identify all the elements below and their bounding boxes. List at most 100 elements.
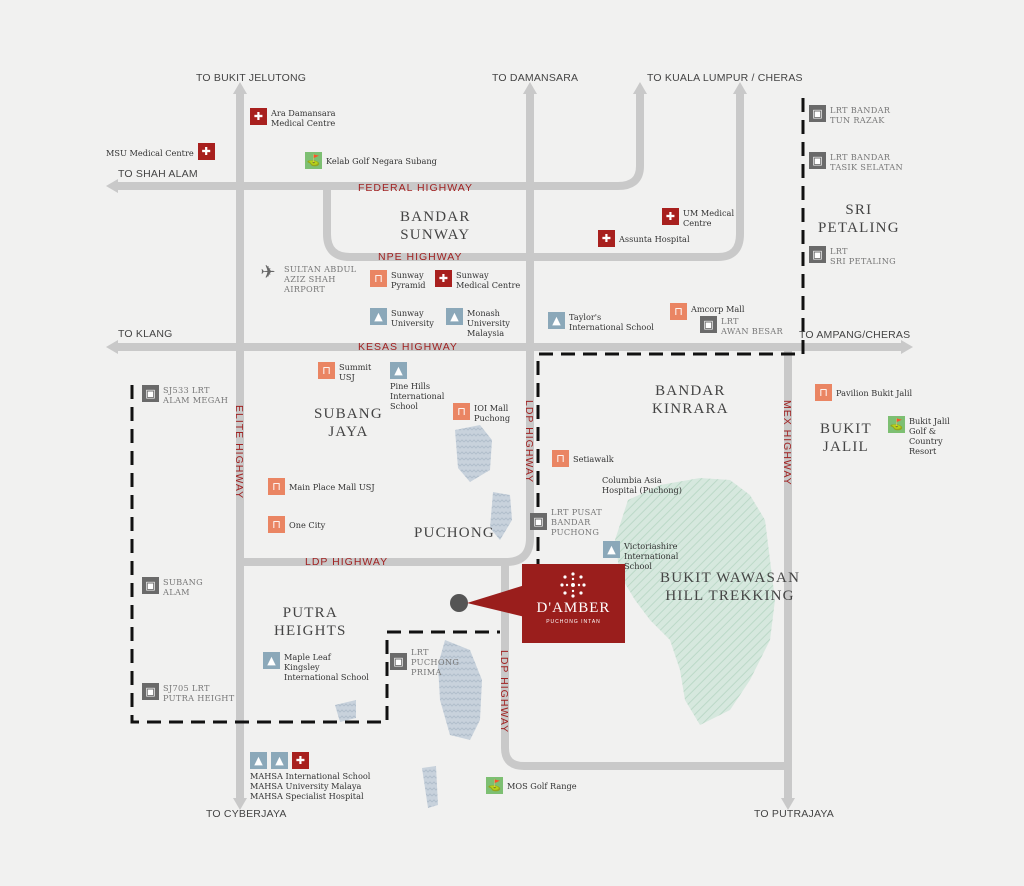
poi-sunway-medical: ✚Sunway Medical Centre <box>435 270 520 290</box>
dir-cyberjaya: TO CYBERJAYA <box>206 808 287 820</box>
shopping-bag-icon: ⊓ <box>815 384 832 401</box>
poi-pine-hills: ▲Pine Hills International School <box>390 362 445 411</box>
graduation-cap-icon: ▲ <box>263 652 280 669</box>
airplane-icon: ✈ <box>260 262 276 283</box>
lake <box>335 700 356 722</box>
train-icon: ▣ <box>809 152 826 169</box>
golf-icon: ⛳ <box>486 777 503 794</box>
bukit-wawasan-park <box>615 478 775 725</box>
graduation-cap-icon: ▲ <box>370 308 387 325</box>
golf-icon: ⛳ <box>888 416 905 433</box>
poi-um-medical: ✚UM Medical Centre <box>662 208 734 228</box>
hw-elite: ELITE HIGHWAY <box>233 405 245 500</box>
hw-ldp-south: LDP HIGHWAY <box>498 650 510 734</box>
poi-monash: ▲Monash University Malaysia <box>446 308 510 338</box>
dir-shah-alam: TO SHAH ALAM <box>118 168 198 180</box>
federal-highway-road <box>118 92 644 190</box>
area-putra-heights: PUTRA HEIGHTS <box>274 605 347 639</box>
train-icon: ▣ <box>809 246 826 263</box>
area-bandar-sunway: BANDAR SUNWAY <box>400 209 471 243</box>
poi-sunway-university: ▲Sunway University <box>370 308 434 328</box>
poi-ara-damansara: ✚Ara Damansara Medical Centre <box>250 108 336 128</box>
train-icon: ▣ <box>530 513 547 530</box>
lrt-line-putra-heights <box>130 385 500 724</box>
poi-setiawalk: ⊓Setiawalk <box>552 450 614 467</box>
hospital-cross-icon: ✚ <box>250 108 267 125</box>
poi-assunta: ✚Assunta Hospital <box>598 230 690 247</box>
graduation-cap-icon: ▲ <box>446 308 463 325</box>
train-icon: ▣ <box>809 105 826 122</box>
shopping-bag-icon: ⊓ <box>552 450 569 467</box>
lrt-putra-height: ▣SJ705 LRT PUTRA HEIGHT <box>142 683 235 703</box>
shopping-bag-icon: ⊓ <box>370 270 387 287</box>
poi-pavilion: ⊓Pavilion Bukit Jalil <box>815 384 912 401</box>
graduation-cap-icon: ▲ <box>250 752 267 769</box>
hw-npe: NPE HIGHWAY <box>378 251 463 263</box>
lrt-puchong-prima: ▣LRT PUCHONG PRIMA <box>390 647 459 677</box>
shopping-bag-icon: ⊓ <box>318 362 335 379</box>
lrt-sri-petaling: ▣LRT SRI PETALING <box>809 246 896 266</box>
lake <box>455 425 492 482</box>
graduation-cap-icon: ▲ <box>271 752 288 769</box>
area-bukit-jalil: BUKIT JALIL <box>820 421 872 455</box>
hw-federal: FEDERAL HIGHWAY <box>358 182 473 194</box>
train-icon: ▣ <box>142 385 159 402</box>
train-icon: ▣ <box>142 577 159 594</box>
location-pin <box>450 594 468 612</box>
poi-kelab-golf: ⛳Kelab Golf Negara Subang <box>305 152 437 169</box>
area-sri-petaling: SRI PETALING <box>818 202 900 236</box>
shopping-bag-icon: ⊓ <box>670 303 687 320</box>
lrt-pusat-bandar-puchong: ▣LRT PUSAT BANDAR PUCHONG <box>530 507 602 537</box>
graduation-cap-icon: ▲ <box>390 362 407 379</box>
damber-logo <box>560 572 586 598</box>
dir-ampang-cheras: TO AMPANG/CHERAS <box>799 329 911 341</box>
lake <box>422 766 438 808</box>
dir-putrajaya: TO PUTRAJAYA <box>754 808 834 820</box>
graduation-cap-icon: ▲ <box>603 541 620 558</box>
damber-subtitle: PUCHONG INTAN <box>546 619 601 625</box>
poi-one-city: ⊓One City <box>268 516 325 533</box>
hospital-cross-icon: ✚ <box>435 270 452 287</box>
golf-icon: ⛳ <box>305 152 322 169</box>
poi-columbia-asia: Columbia Asia Hospital (Puchong) <box>602 475 682 495</box>
shopping-bag-icon: ⊓ <box>268 516 285 533</box>
area-puchong: PUCHONG <box>414 525 495 541</box>
dir-klang: TO KLANG <box>118 328 173 340</box>
dir-damansara: TO DAMANSARA <box>492 72 579 84</box>
poi-msu: MSU Medical Centre✚ <box>106 143 215 160</box>
train-icon: ▣ <box>700 316 717 333</box>
damber-project-callout[interactable]: D'AMBER PUCHONG INTAN <box>522 564 625 643</box>
hw-mex: MEX HIGHWAY <box>781 400 793 486</box>
poi-summit-usj: ⊓Summit USJ <box>318 362 371 382</box>
hw-kesas: KESAS HIGHWAY <box>358 341 458 353</box>
graduation-cap-icon: ▲ <box>548 312 565 329</box>
dir-kl-cheras: TO KUALA LUMPUR / CHERAS <box>647 72 803 84</box>
shopping-bag-icon: ⊓ <box>268 478 285 495</box>
hospital-cross-icon: ✚ <box>598 230 615 247</box>
callout-arrow <box>467 585 525 617</box>
area-subang-jaya: SUBANG JAYA <box>314 406 383 440</box>
lrt-alam-megah: ▣SJ533 LRT ALAM MEGAH <box>142 385 228 405</box>
poi-taylors: ▲Taylor's International School <box>548 312 654 332</box>
hw-ldp-vertical: LDP HIGHWAY <box>523 400 535 484</box>
lrt-awan-besar: ▣LRT AWAN BESAR <box>700 316 783 336</box>
lrt-line-sri-petaling <box>536 98 805 564</box>
poi-mahsa: ▲▲✚ MAHSA International School MAHSA Uni… <box>250 752 371 801</box>
area-bukit-wawasan: BUKIT WAWASAN HILL TREKKING <box>660 570 801 604</box>
poi-maple-leaf: ▲Maple Leaf Kingsley International Schoo… <box>263 652 369 682</box>
train-icon: ▣ <box>390 653 407 670</box>
poi-victoriashire: ▲Victoriashire International School <box>603 541 678 571</box>
lrt-tun-razak: ▣LRT BANDAR TUN RAZAK <box>809 105 890 125</box>
poi-sunway-pyramid: ⊓Sunway Pyramid <box>370 270 426 290</box>
hospital-cross-icon: ✚ <box>662 208 679 225</box>
shopping-bag-icon: ⊓ <box>453 403 470 420</box>
area-bandar-kinrara: BANDAR KINRARA <box>652 383 729 417</box>
train-icon: ▣ <box>142 683 159 700</box>
lake <box>490 492 512 540</box>
damber-title: D'AMBER <box>536 600 611 616</box>
lake <box>438 640 482 740</box>
poi-ioi-mall: ⊓IOI Mall Puchong <box>453 403 510 423</box>
poi-main-place: ⊓Main Place Mall USJ <box>268 478 375 495</box>
